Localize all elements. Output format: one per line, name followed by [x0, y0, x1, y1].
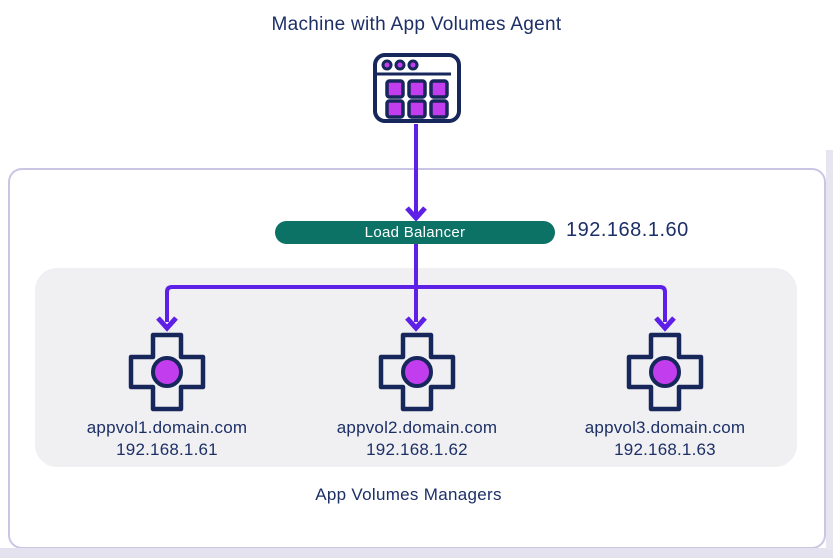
manager-ip: 192.168.1.61: [116, 440, 218, 459]
page-edge-right: [826, 150, 833, 550]
app-volumes-manager-icon: [626, 332, 704, 412]
load-balancer-ip: 192.168.1.60: [566, 219, 689, 241]
page-edge-bottom: [0, 548, 833, 558]
manager-hostname: appvol2.domain.com: [336, 418, 498, 437]
app-volumes-manager-icon: [128, 332, 206, 412]
diagram-title: Machine with App Volumes Agent: [271, 14, 562, 35]
load-balancer-pill: Load Balancer: [275, 221, 555, 244]
manager-node-3: appvol3.domain.com 192.168.1.63: [538, 331, 792, 461]
managers-caption: App Volumes Managers: [315, 485, 502, 504]
manager-node-1: appvol1.domain.com 192.168.1.61: [40, 331, 294, 461]
manager-hostname: appvol1.domain.com: [86, 418, 248, 437]
app-volumes-manager-icon: [378, 332, 456, 412]
manager-ip: 192.168.1.63: [614, 440, 716, 459]
manager-hostname: appvol3.domain.com: [584, 418, 746, 437]
manager-ip: 192.168.1.62: [366, 440, 468, 459]
manager-node-2: appvol2.domain.com 192.168.1.62: [290, 331, 544, 461]
app-window-icon: [373, 53, 461, 123]
